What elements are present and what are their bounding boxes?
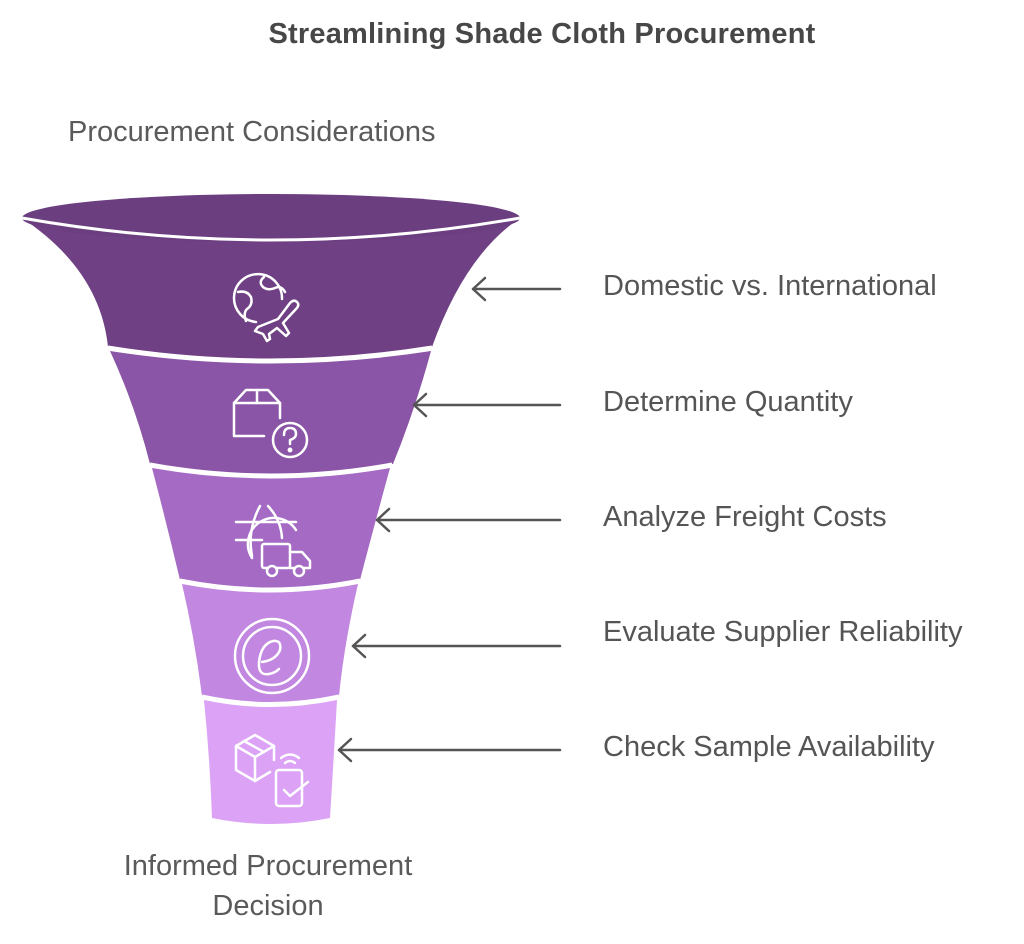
stage-label-2: Determine Quantity: [603, 386, 853, 418]
funnel-segment-4: [182, 584, 358, 703]
stage-label-3: Analyze Freight Costs: [603, 501, 887, 533]
funnel-top-label: Procurement Considerations: [68, 116, 436, 148]
arrow-stage-3: [375, 507, 562, 533]
e-circle-icon: [233, 617, 311, 695]
funnel-stage-3: [152, 468, 390, 591]
funnel-stage-5: [204, 700, 337, 824]
funnel-stage-4: [182, 584, 358, 705]
box-device-check-icon: [234, 733, 310, 808]
stage-label-5: Check Sample Availability: [603, 731, 935, 763]
stage-label-4: Evaluate Supplier Reliability: [603, 616, 963, 648]
globe-truck-icon: [234, 504, 312, 578]
arrow-stage-5: [337, 737, 562, 763]
arrow-stage-1: [471, 276, 562, 302]
diagram-title: Streamlining Shade Cloth Procurement: [268, 18, 816, 50]
funnel-bottom-label: Informed Procurement Decision: [68, 846, 468, 926]
globe-airplane-icon: [232, 272, 300, 343]
arrow-stage-2: [412, 392, 562, 418]
funnel-segment-2: [110, 351, 431, 474]
funnel-segment-5: [204, 700, 337, 824]
funnel-top-rim: [22, 194, 520, 242]
funnel-segment-3: [152, 468, 390, 589]
stage-label-1: Domestic vs. International: [603, 270, 937, 302]
arrow-stage-4: [351, 633, 562, 659]
box-question-icon: [232, 388, 309, 459]
funnel-bottom-label-line1: Informed Procurement: [123, 850, 413, 882]
funnel-stage-2: [110, 351, 431, 477]
funnel-bottom-label-line2: Decision: [212, 890, 324, 922]
